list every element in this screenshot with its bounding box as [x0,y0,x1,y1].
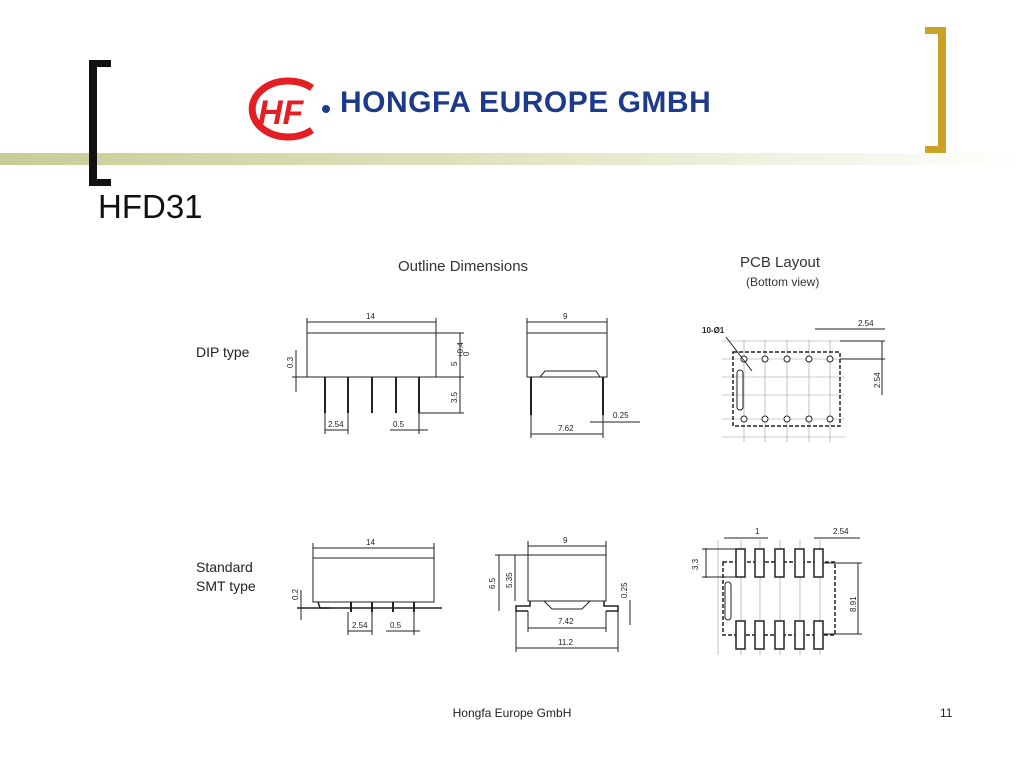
dim-label: 2.54 [833,527,849,536]
footer-text: Hongfa Europe GmbH [452,706,572,720]
dim-label: 14 [366,538,375,547]
row-label-smt-line1: Standard [196,559,253,575]
dim-label: 0.5 [393,420,405,429]
row-label-dip: DIP type [196,344,250,360]
dim-label: 1 [755,527,760,536]
dim-label: 5.35 [505,572,514,588]
smt-pcb-layout [702,537,862,655]
left-bracket [89,60,111,186]
pcb-heading: PCB Layout [740,254,821,271]
dim-label: 0 [462,351,471,356]
dim-label: 0.25 [613,411,629,420]
dip-side-view [292,318,464,434]
dim-label: 10-Ø1 [702,326,725,335]
hongfa-logo-icon: HF [248,77,330,141]
right-bracket [925,27,946,153]
dim-label: 2.54 [873,372,882,388]
dim-label: 2.54 [352,621,368,630]
dim-label: 3.5 [450,391,459,403]
dim-label: 0.3 [286,356,295,368]
dim-label: 0.25 [620,582,629,598]
dim-label: 0.5 [390,621,402,630]
dip-pcb-layout [722,328,885,442]
slide-title: HFD31 [98,188,203,225]
dim-label: 11.2 [558,638,574,647]
smt-side-view [297,543,442,635]
outline-heading: Outline Dimensions [398,258,529,275]
dim-label: 7.42 [558,617,574,626]
row-label-smt-line2: SMT type [196,578,256,594]
dim-label: 5 [450,361,459,366]
header-divider-bar [0,153,1024,165]
dim-label: 0.2 [291,588,300,600]
smt-end-view [495,541,631,652]
dim-label: 9 [563,536,568,545]
pcb-subheading: (Bottom view) [746,275,820,289]
dim-label: 14 [366,312,375,321]
dim-label: 9 [563,312,568,321]
company-name: HONGFA EUROPE GMBH [340,86,712,119]
dim-label: +0.4 [456,342,465,358]
dim-label: 2.54 [328,420,344,429]
dim-label: 8.91 [849,596,858,612]
dim-label: 7.62 [558,424,574,433]
page-number: 11 [940,706,953,720]
dim-label: 2.54 [858,319,874,328]
dim-label: 3.3 [691,558,700,570]
dip-end-view [526,318,640,438]
dim-label: 6.5 [488,577,497,589]
logo-letters: HF [258,94,305,132]
